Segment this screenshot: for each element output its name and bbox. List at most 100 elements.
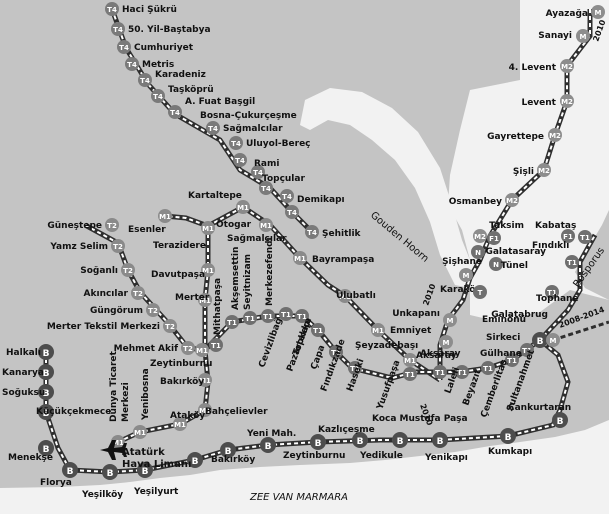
svg-text:Yeni Mah.: Yeni Mah. [246,429,296,439]
svg-text:Yeşilyurt: Yeşilyurt [133,487,179,497]
svg-text:M1: M1 [134,429,146,437]
svg-text:Taşköprü: Taşköprü [168,85,214,95]
svg-text:T4: T4 [127,61,137,69]
svg-text:M1: M1 [372,327,384,335]
svg-text:Aksaray: Aksaray [416,351,457,361]
svg-text:M: M [595,9,602,17]
svg-text:T2: T2 [113,243,123,251]
svg-text:M1: M1 [404,357,416,365]
svg-text:T4: T4 [170,109,180,117]
marmaray-link [552,320,609,342]
svg-text:Yamz Selim: Yamz Selim [49,242,108,252]
svg-text:B: B [43,445,50,455]
svg-text:Zeytinburnu: Zeytinburnu [150,359,212,369]
svg-text:B: B [192,457,199,467]
t4-marker [168,105,182,119]
svg-text:T1: T1 [297,313,307,321]
svg-text:T1: T1 [483,365,493,373]
svg-text:Gayrettepe: Gayrettepe [487,132,544,142]
svg-text:Gülhane: Gülhane [480,349,522,359]
t2-stations: T2 T2 T2 T2 T2 T2 T2 [105,218,195,355]
svg-text:B: B [357,437,364,447]
svg-text:B: B [265,442,272,452]
svg-text:Zeytinburnu: Zeytinburnu [283,451,345,461]
svg-text:M1: M1 [112,439,124,447]
svg-text:Sanayi: Sanayi [538,31,572,41]
svg-text:M1: M1 [202,225,214,233]
svg-text:T1: T1 [245,315,255,323]
svg-text:Şişli: Şişli [513,167,534,177]
svg-text:50. Yil-Baştabya: 50. Yil-Baştabya [128,25,211,35]
svg-text:Emniyet: Emniyet [390,326,432,336]
svg-text:Kanarya: Kanarya [2,368,44,378]
svg-text:Merkezefendi: Merkezefendi [265,237,275,306]
svg-text:Cumhuriyet: Cumhuriyet [134,43,194,53]
svg-text:M2: M2 [561,98,573,106]
svg-text:M: M [550,337,557,345]
svg-text:Bosna-Çukurçeşme: Bosna-Çukurçeşme [200,111,297,121]
svg-text:Fındıklı: Fındıklı [532,241,569,251]
t4-stations: T4 T4 T4 T4 T4 T4 T4 T4 T4 T4 T4 T4 T4 T… [105,2,319,239]
m2-stations: M M M2 M2 M2 M2 M2 M2 M M M F1 N N T M [439,5,605,349]
svg-text:Esenler: Esenler [128,225,166,235]
t4-marker [229,136,243,150]
svg-text:Haci Şükrü: Haci Şükrü [122,5,177,15]
svg-text:Güneştepe: Güneştepe [47,221,102,231]
svg-text:T1: T1 [522,347,532,355]
svg-text:T1: T1 [211,342,221,350]
svg-text:T4: T4 [107,6,117,14]
svg-text:T4: T4 [113,26,123,34]
svg-text:T2: T2 [148,307,158,315]
t4-marker [105,2,119,16]
svg-text:Metris: Metris [142,60,174,70]
svg-text:B: B [142,467,149,477]
svg-text:M1: M1 [294,255,306,263]
svg-text:Soğuksu: Soğuksu [2,388,45,398]
svg-text:M1: M1 [196,347,208,355]
svg-text:T2: T2 [183,345,193,353]
m2-labels: Ayazağa Sanayi 4. Levent Levent Gayrette… [392,9,588,320]
svg-text:T1: T1 [567,259,577,267]
svg-text:B: B [315,439,322,449]
svg-text:M1: M1 [199,377,211,385]
svg-text:T1: T1 [457,369,467,377]
svg-text:B: B [505,433,512,443]
svg-text:Yeşilköy: Yeşilköy [81,490,123,500]
svg-text:M1: M1 [174,421,186,429]
svg-text:B: B [43,389,50,399]
svg-text:Tophane: Tophane [536,294,579,304]
airport-icon [100,440,127,460]
svg-text:T1: T1 [281,311,291,319]
svg-text:Sağmalcılar: Sağmalcılar [227,234,287,244]
svg-text:T1: T1 [331,349,341,357]
svg-text:Ataköy: Ataköy [170,411,205,421]
airport-label-1: Atatürk [122,447,165,458]
svg-text:M1: M1 [199,297,211,305]
svg-text:T1: T1 [435,369,445,377]
svg-text:M: M [463,272,470,280]
m1-stations: M1 M1 M1 M1 M1 M1 M1 M1 M1 M1 M1 M1 M1 M… [111,200,417,449]
t4-labels: Haci Şükrü 50. Yil-Baştabya Cumhuriyet M… [122,5,362,239]
svg-text:M2: M2 [474,233,486,241]
svg-text:T1: T1 [405,371,415,379]
svg-text:Sağmalcılar: Sağmalcılar [223,124,283,134]
svg-text:M1: M1 [237,204,249,212]
svg-text:N: N [475,249,481,257]
svg-text:B: B [225,447,232,457]
svg-text:Unkapanı: Unkapanı [392,309,440,319]
svg-text:M1: M1 [159,213,171,221]
svg-text:Mithatpaşa: Mithatpaşa [213,278,223,335]
svg-text:M: M [580,33,587,41]
station-yenibosna: Yenibosna [141,368,151,421]
svg-text:Karadeniz: Karadeniz [155,70,206,80]
svg-text:Ayazağa: Ayazağa [546,9,588,19]
svg-text:Osmanbey: Osmanbey [449,197,502,207]
svg-text:Bakırköy: Bakırköy [160,377,204,387]
svg-text:T4: T4 [282,193,292,201]
svg-text:T4: T4 [140,77,150,85]
svg-text:Uluyol-Bereç: Uluyol-Bereç [246,139,311,149]
svg-text:T1: T1 [263,313,273,321]
svg-text:B: B [43,349,50,359]
svg-text:Davutpaşa: Davutpaşa [151,270,205,280]
